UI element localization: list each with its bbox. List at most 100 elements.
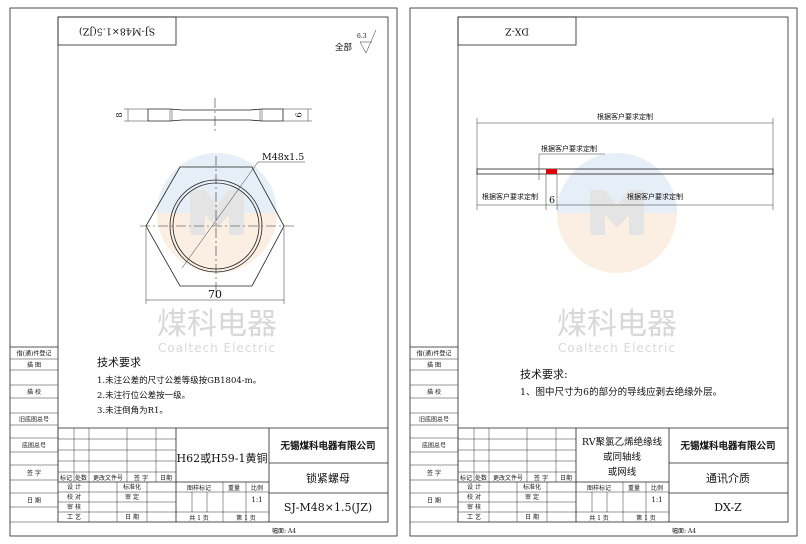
company-name: 无锡煤科电器有限公司 <box>279 440 375 452</box>
change-header: 日期 <box>160 474 172 482</box>
tech-item: 1.未注公差的尺寸公差等级按GB1804-m。 <box>97 375 261 386</box>
change-header: 日期 <box>560 474 572 482</box>
info-header: 比例 <box>251 484 263 492</box>
title-block: 标记处数更改文件号 签 字 日期设 计 标准化校 对 审 定审 核工 艺 日 期 RV聚氯乙… <box>457 427 788 522</box>
info-header: 重量 <box>228 484 240 492</box>
tech-item: 1、图中尺寸为6的部分的导线应剥去绝缘外层。 <box>520 386 722 398</box>
info-header: 图样标记 <box>587 484 611 492</box>
change-header: 处数 <box>475 474 487 482</box>
side-table-cell: 描 校 <box>427 388 441 396</box>
roughness-symbol <box>359 29 377 54</box>
tech-title: 技术要求: <box>520 368 568 381</box>
roughness-label: 全部 <box>335 42 353 53</box>
side-table-cell: 旧底图总号 <box>19 416 49 424</box>
outer-border <box>409 7 798 537</box>
watermark-cn: 煤科电器 <box>557 307 677 342</box>
paper-size: 幅面: A4 <box>672 527 696 535</box>
flipped-code: SJ-M48×1.5(JZ) <box>79 26 155 37</box>
side-table-cell: 描 校 <box>27 388 41 396</box>
dim-thread-width: 9 <box>293 112 303 117</box>
page-number: 第 1 页 <box>636 514 656 522</box>
page-number: 第 1 页 <box>236 514 256 522</box>
role-label: 审 定 <box>125 493 139 501</box>
nut-side-view <box>147 108 284 122</box>
dim-thickness: 8 <box>115 112 125 117</box>
line <box>181 161 259 269</box>
code-box <box>457 16 577 46</box>
tech-item: 3.未注倒角为R1。 <box>97 405 168 416</box>
change-header: 标记 <box>460 474 472 482</box>
change-header: 更改文件号 <box>493 474 523 482</box>
side-table-cell: 描 图 <box>427 361 441 369</box>
role-label: 设 计 <box>467 483 481 491</box>
dim-left: 根据客户要求定制 <box>482 192 538 201</box>
tech-item: 2.未注行位公差按一级。 <box>97 390 190 401</box>
change-header: 签 字 <box>134 474 148 482</box>
change-header: 更改文件号 <box>93 474 123 482</box>
logo-m <box>190 190 244 235</box>
scale: 1:1 <box>651 496 662 504</box>
info-header: 图样标记 <box>187 484 211 492</box>
change-header: 标记 <box>60 474 72 482</box>
scale: 1:1 <box>251 496 262 504</box>
part-name: 通讯介质 <box>706 472 750 485</box>
part-name: 锁紧螺母 <box>306 471 350 485</box>
change-header: 处数 <box>75 474 87 482</box>
info-header: 重量 <box>628 484 640 492</box>
watermark-en: Coaltech Electric <box>558 341 676 355</box>
roughness-value: 6.3 <box>357 33 367 40</box>
tech-title: 技术要求 <box>97 356 141 369</box>
drawing-number: SJ-M48×1.5(JZ) <box>284 501 372 514</box>
role-label: 设 计 <box>67 483 81 491</box>
outer-border <box>9 7 398 537</box>
role-label: 审 核 <box>67 503 81 511</box>
side-table-cell: 签 字 <box>427 469 441 477</box>
company-name: 无锡煤科电器有限公司 <box>679 440 775 452</box>
side-table-cell: 借(通)件登记 <box>17 350 52 358</box>
side-table-cell: 旧底图总号 <box>419 416 449 424</box>
drawing-number: DX-Z <box>714 501 742 514</box>
dim-across-flats: 70 <box>208 288 222 301</box>
cable <box>476 168 774 175</box>
dim-right: 根据客户要求定制 <box>627 192 683 201</box>
change-header: 签 字 <box>534 474 548 482</box>
title-block: 标记处数更改文件号签 字日期设 计标准化校 对审 定审 核工 艺日 期H62或H… <box>57 427 388 522</box>
info-header: 比例 <box>651 484 663 492</box>
material: 或同轴线 <box>603 451 642 463</box>
page-count: 共 1 页 <box>589 514 609 522</box>
role-label: 校 对 <box>467 493 481 501</box>
flipped-code: DX-Z <box>505 26 529 37</box>
material: RV聚氯乙烯绝缘线 <box>582 436 663 448</box>
page-count: 共 1 页 <box>189 514 209 522</box>
logo-top <box>557 153 677 213</box>
dim-insulation: 根据客户要求定制 <box>541 144 597 153</box>
material: 或网线 <box>608 466 637 478</box>
side-table-cell: 日 期 <box>427 497 441 505</box>
side-table-cell: 底图总号 <box>422 442 446 450</box>
watermark-cn: 煤科电器 <box>157 307 277 342</box>
dim-thread: M48x1.5 <box>262 152 304 163</box>
role-label: 审 核 <box>467 503 481 511</box>
stripped-section <box>546 169 557 174</box>
role-label: 校 对 <box>67 493 81 501</box>
logo-m <box>590 190 644 235</box>
side-table-cell: 底图总号 <box>22 442 46 450</box>
dim-strip: 6 <box>549 195 555 206</box>
role-label: 日 期 <box>125 513 139 521</box>
side-table-cell: 借(通)件登记 <box>417 350 452 358</box>
side-table-cell: 签 字 <box>27 469 41 477</box>
role-label: 工 艺 <box>467 513 481 521</box>
role-label: 工 艺 <box>67 513 81 521</box>
role-label: 日 期 <box>525 513 539 521</box>
role-label: 审 定 <box>525 493 539 501</box>
role-label: 标准化 <box>123 483 141 491</box>
code-box <box>57 16 177 46</box>
side-table-cell: 日 期 <box>27 497 41 505</box>
role-label: 标准化 <box>523 483 541 491</box>
paper-size: 幅面: A4 <box>272 527 296 535</box>
